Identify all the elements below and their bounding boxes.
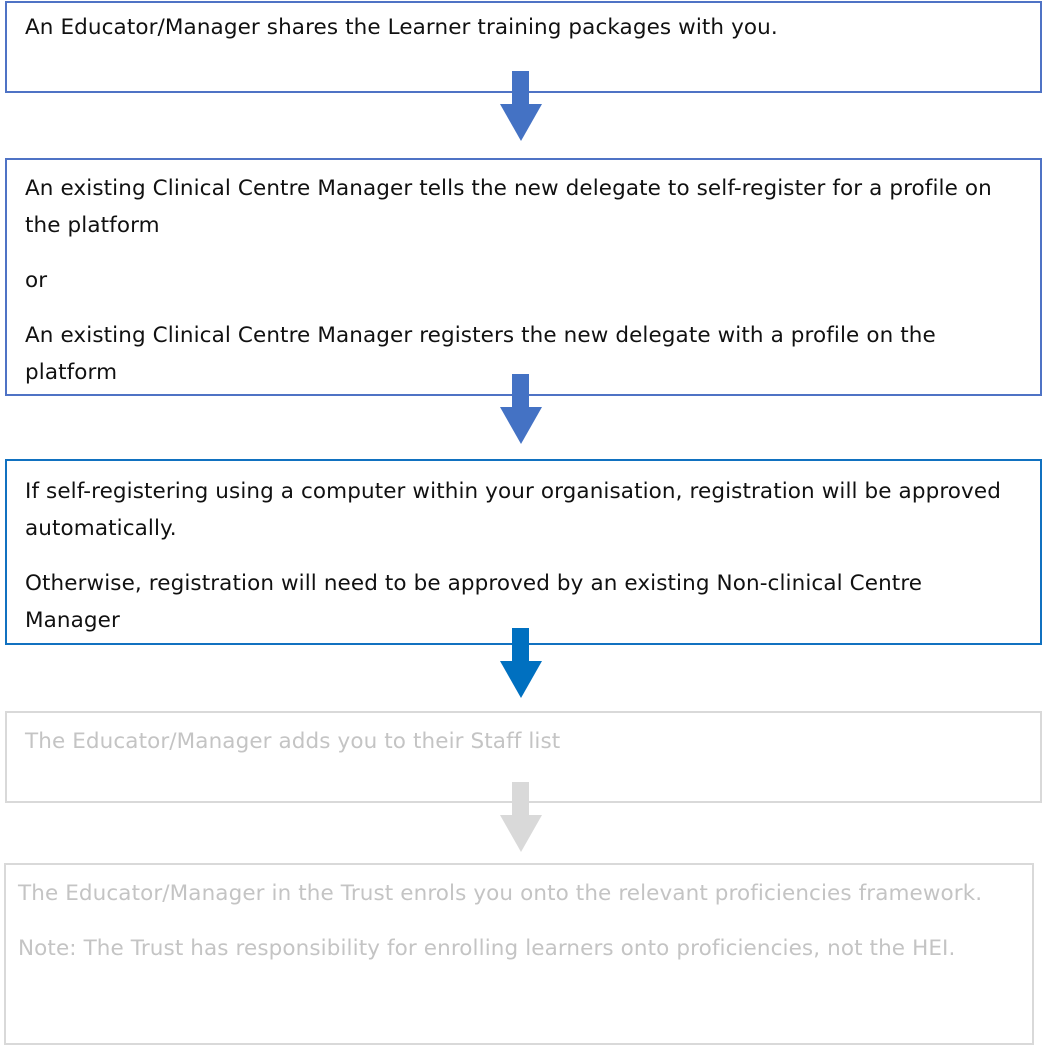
down-arrow-icon bbox=[500, 782, 542, 852]
step-3-box: If self-registering using a computer wit… bbox=[5, 459, 1042, 645]
step-2-text-option-b: An existing Clinical Centre Manager regi… bbox=[25, 323, 936, 385]
step-3-text-auto-approval: If self-registering using a computer wit… bbox=[25, 479, 1001, 541]
step-2-box: An existing Clinical Centre Manager tell… bbox=[5, 158, 1042, 396]
step-4-text: The Educator/Manager adds you to their S… bbox=[25, 729, 561, 754]
step-3-text-manual-approval: Otherwise, registration will need to be … bbox=[25, 571, 923, 633]
down-arrow-icon bbox=[500, 628, 542, 698]
step-5-box: The Educator/Manager in the Trust enrols… bbox=[4, 863, 1034, 1045]
step-5-text: The Educator/Manager in the Trust enrols… bbox=[18, 881, 983, 906]
down-arrow-icon bbox=[500, 71, 542, 141]
down-arrow-icon bbox=[500, 374, 542, 444]
step-1-text: An Educator/Manager shares the Learner t… bbox=[25, 15, 778, 40]
step-2-text-or: or bbox=[25, 268, 48, 293]
step-5-note: Note: The Trust has responsibility for e… bbox=[18, 936, 956, 961]
step-2-text-option-a: An existing Clinical Centre Manager tell… bbox=[25, 176, 992, 238]
